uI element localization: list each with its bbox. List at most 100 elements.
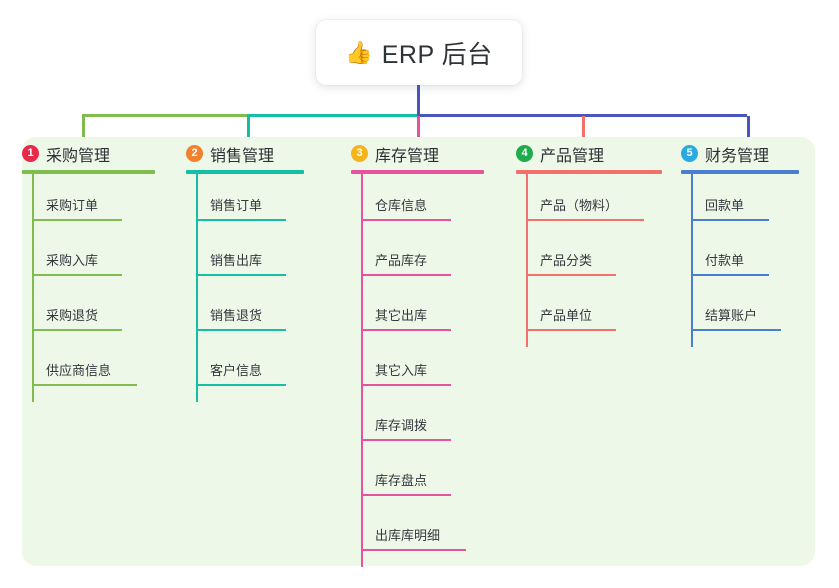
leaf-node[interactable]: 采购入库 — [32, 239, 122, 276]
branch-header-rule-2 — [186, 170, 304, 174]
leaf-node[interactable]: 其它出库 — [361, 294, 451, 331]
leaf-node-rule — [526, 274, 616, 276]
leaf-node-label: 仓库信息 — [375, 198, 428, 213]
drop-connector-2 — [247, 116, 250, 143]
leaf-node-rule — [32, 329, 122, 331]
leaf-node-rule — [526, 219, 644, 221]
leaf-node-label: 供应商信息 — [46, 363, 112, 378]
branch-title-5: 财务管理 — [705, 147, 770, 165]
branch-spine-2 — [196, 174, 198, 402]
leaf-node-rule — [361, 219, 451, 221]
bus-segment-3 — [417, 114, 747, 117]
drop-connector-5 — [747, 116, 750, 143]
leaf-node-rule — [196, 274, 286, 276]
leaf-node[interactable]: 产品分类 — [526, 239, 616, 276]
leaf-node-rule — [691, 219, 769, 221]
leaf-node-rule — [196, 384, 286, 386]
leaf-node[interactable]: 其它入库 — [361, 349, 451, 386]
leaf-node[interactable]: 销售出库 — [196, 239, 286, 276]
leaf-node-label: 其它出库 — [375, 308, 428, 323]
leaf-node[interactable]: 出库库明细 — [361, 514, 466, 551]
branch-title-3: 库存管理 — [375, 147, 440, 165]
leaf-node[interactable]: 产品库存 — [361, 239, 451, 276]
leaf-node-rule — [32, 219, 122, 221]
branch-column-3: 3 库存管理仓库信息产品库存其它出库其它入库库存调拨库存盘点出库库明细 — [351, 137, 511, 567]
branch-badge-3: 3 — [351, 145, 368, 162]
leaf-node-label: 产品单位 — [540, 308, 593, 323]
leaf-node-rule — [361, 384, 451, 386]
branch-column-4: 4 产品管理产品（物料） 产品分类产品单位 — [516, 137, 676, 347]
branch-spine-1 — [32, 174, 34, 402]
branch-spine-3 — [361, 174, 363, 567]
leaf-node[interactable]: 仓库信息 — [361, 184, 451, 221]
leaf-node-label: 产品（物料） — [540, 198, 619, 213]
leaf-node-rule — [196, 219, 286, 221]
leaf-node-label: 采购订单 — [46, 198, 99, 213]
leaf-node[interactable]: 库存调拨 — [361, 404, 451, 441]
leaf-node-label: 销售退货 — [210, 308, 263, 323]
leaf-node-label: 库存盘点 — [375, 473, 428, 488]
branch-spine-5 — [691, 174, 693, 347]
branch-header-rule-1 — [22, 170, 155, 174]
leaf-node-label: 产品库存 — [375, 253, 428, 268]
branches-panel: 1 采购管理采购订单采购入库采购退货供应商信息 2 销售管理销售订单销售出库销售退货客… — [22, 137, 815, 567]
branch-header-2[interactable]: 2 销售管理 — [186, 137, 346, 174]
branch-title-2: 销售管理 — [210, 147, 275, 165]
leaf-node[interactable]: 回款单 — [691, 184, 769, 221]
leaf-node-rule — [361, 494, 451, 496]
leaf-node-label: 回款单 — [705, 198, 745, 213]
leaf-node[interactable]: 客户信息 — [196, 349, 286, 386]
branch-header-3[interactable]: 3 库存管理 — [351, 137, 511, 174]
leaf-node-rule — [361, 549, 466, 551]
leaf-node[interactable]: 供应商信息 — [32, 349, 137, 386]
leaf-node[interactable]: 产品（物料） — [526, 184, 644, 221]
leaf-node-rule — [196, 329, 286, 331]
branch-badge-1: 1 — [22, 145, 39, 162]
bus-segment-1 — [82, 114, 248, 117]
leaf-node-rule — [691, 274, 769, 276]
leaf-node-label: 其它入库 — [375, 363, 428, 378]
branch-header-rule-5 — [681, 170, 799, 174]
thumbs-up-icon: 👍 — [345, 39, 373, 65]
drop-connector-4 — [582, 116, 585, 143]
leaf-node[interactable]: 产品单位 — [526, 294, 616, 331]
branch-header-rule-3 — [351, 170, 484, 174]
branch-header-4[interactable]: 4 产品管理 — [516, 137, 676, 174]
branch-spine-4 — [526, 174, 528, 347]
leaf-node-rule — [32, 384, 137, 386]
branch-title-4: 产品管理 — [540, 147, 605, 165]
drop-connector-3 — [417, 116, 420, 143]
branch-badge-2: 2 — [186, 145, 203, 162]
leaf-node[interactable]: 采购退货 — [32, 294, 122, 331]
branch-header-rule-4 — [516, 170, 662, 174]
root-node-label: ERP 后台 — [381, 40, 493, 69]
leaf-node[interactable]: 结算账户 — [691, 294, 781, 331]
leaf-node[interactable]: 采购订单 — [32, 184, 122, 221]
branch-badge-4: 4 — [516, 145, 533, 162]
branch-title-1: 采购管理 — [46, 147, 111, 165]
branch-header-1[interactable]: 1 采购管理 — [22, 137, 182, 174]
leaf-node-label: 采购入库 — [46, 253, 99, 268]
root-stem-connector — [417, 85, 420, 116]
bus-segment-2 — [247, 114, 418, 117]
leaf-node-rule — [361, 329, 451, 331]
leaf-node[interactable]: 库存盘点 — [361, 459, 451, 496]
leaf-node-rule — [361, 439, 451, 441]
root-node[interactable]: 👍 ERP 后台 — [316, 20, 522, 85]
leaf-node[interactable]: 销售退货 — [196, 294, 286, 331]
leaf-node-rule — [32, 274, 122, 276]
leaf-node-rule — [691, 329, 781, 331]
branch-column-1: 1 采购管理采购订单采购入库采购退货供应商信息 — [22, 137, 182, 402]
leaf-node[interactable]: 付款单 — [691, 239, 769, 276]
leaf-node-label: 出库库明细 — [375, 528, 441, 543]
leaf-node-label: 客户信息 — [210, 363, 263, 378]
leaf-node-label: 产品分类 — [540, 253, 593, 268]
leaf-node[interactable]: 销售订单 — [196, 184, 286, 221]
leaf-node-rule — [526, 329, 616, 331]
leaf-node-label: 采购退货 — [46, 308, 99, 323]
leaf-node-label: 付款单 — [705, 253, 745, 268]
leaf-node-label: 销售订单 — [210, 198, 263, 213]
leaf-node-rule — [361, 274, 451, 276]
